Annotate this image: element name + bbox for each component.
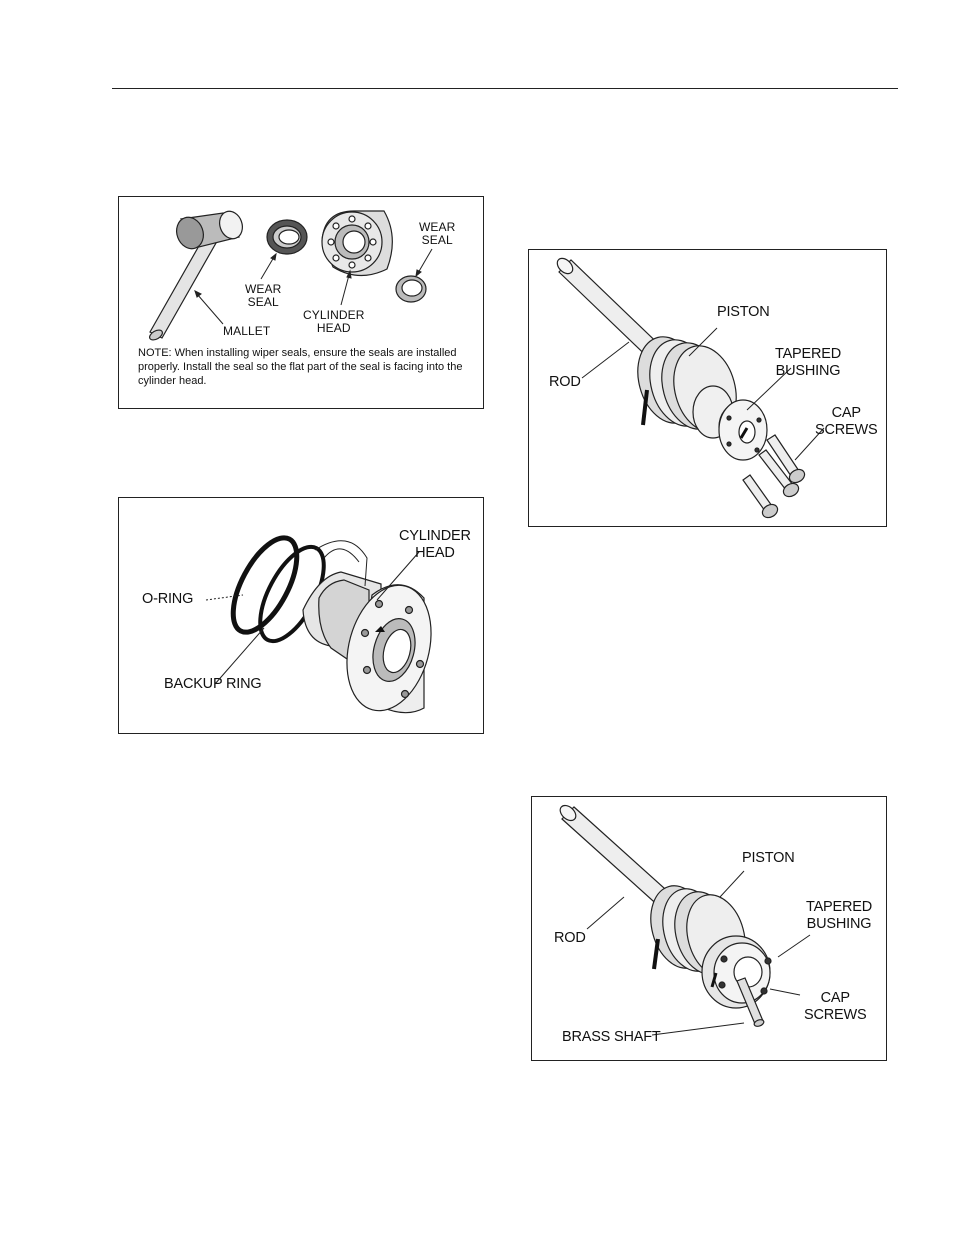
tapered-bushing-label: TAPERED BUSHING — [806, 899, 873, 932]
cap-screws-label: CAP SCREWS — [815, 405, 878, 438]
rod-label: ROD — [554, 930, 586, 946]
o-ring-label: O-RING — [142, 591, 194, 607]
tapered-bushing-label: TAPERED BUSHING — [775, 346, 842, 379]
wear-seal-left-label: WEAR SEAL — [245, 282, 282, 309]
figure-wiper-seals: MALLET WEAR SEAL CYLINDER HEAD WEAR SEAL… — [118, 196, 484, 409]
o-ring-illustration — [205, 535, 432, 714]
figure-piston-cap-screws: ROD PISTON TAPERED BUSHING CAP SCREWS — [528, 249, 887, 527]
header-rule — [112, 88, 898, 89]
wear-seal-right-label: WEAR SEAL — [419, 220, 456, 247]
cylinder-head-label: CYLINDER HEAD — [303, 308, 365, 335]
cylinder-head-label: CYLINDER HEAD — [399, 528, 471, 561]
rod-label: ROD — [549, 374, 581, 390]
installation-note: NOTE: When installing wiper seals, ensur… — [138, 347, 463, 387]
piston-brass-shaft-illustration — [559, 804, 811, 1036]
figure-piston-brass-shaft: ROD PISTON TAPERED BUSHING CAP SCREWS BR… — [531, 796, 887, 1061]
mallet-label: MALLET — [223, 324, 271, 338]
piston-cap-screws-illustration — [556, 257, 825, 519]
wiper-seals-illustration — [149, 210, 433, 341]
figure-o-rings: CYLINDER HEAD O-RING BACKUP RING — [118, 497, 484, 734]
cap-screws-label: CAP SCREWS — [804, 990, 867, 1023]
piston-label: PISTON — [742, 850, 795, 866]
piston-label: PISTON — [717, 304, 770, 320]
brass-shaft-label: BRASS SHAFT — [562, 1029, 661, 1045]
backup-ring-label: BACKUP RING — [164, 676, 262, 692]
